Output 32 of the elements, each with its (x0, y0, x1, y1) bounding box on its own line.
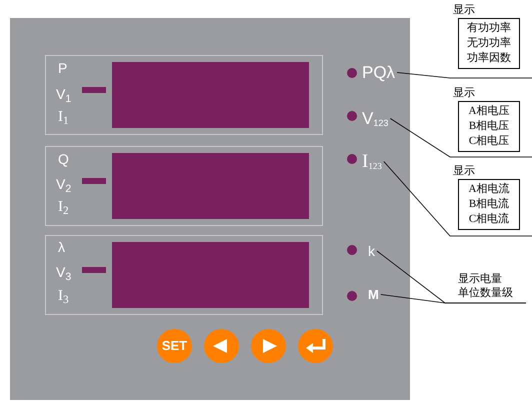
callout-text: 功率因数 (467, 51, 511, 66)
channel-label: I$_{2}$ (58, 200, 69, 215)
channel-label: V$_{2}$ (56, 177, 72, 191)
callout-text: C相电流 (468, 212, 510, 227)
note-text: 显示电量 (458, 272, 502, 286)
callout-text: A相电压 (468, 104, 510, 119)
note-text: 单位数量级 (458, 286, 513, 300)
channel-label: Q (58, 152, 69, 166)
callout-heading: 显示 (453, 3, 475, 18)
indicator-label: V$_{123}$ (362, 110, 388, 127)
callout-text: B相电流 (468, 197, 510, 212)
callout-text: A相电流 (468, 182, 510, 197)
callout-text: C相电压 (468, 134, 510, 149)
leader-line (396, 72, 532, 78)
leader-line (390, 118, 532, 158)
indicator-label: k (368, 244, 375, 258)
indicator-label: I$_{123}$ (362, 152, 382, 171)
callout-heading: 显示 (453, 164, 475, 179)
callout-text: B相电压 (468, 119, 510, 134)
leader-line (380, 294, 526, 304)
channel-label: P (58, 61, 68, 75)
channel-label: V$_{3}$ (56, 265, 72, 279)
indicator-label: PQλ (362, 64, 396, 81)
leader-line (383, 161, 532, 236)
callout-text: 有功功率 (467, 21, 511, 36)
callout-text: 无功功率 (467, 36, 511, 51)
channel-label: V$_{1}$ (56, 87, 72, 101)
callout-heading: 显示 (453, 86, 475, 101)
indicator-label: M (368, 288, 379, 301)
channel-label: λ (58, 240, 65, 254)
channel-label: I$_{3}$ (58, 289, 69, 304)
channel-label: I$_{1}$ (58, 110, 69, 125)
